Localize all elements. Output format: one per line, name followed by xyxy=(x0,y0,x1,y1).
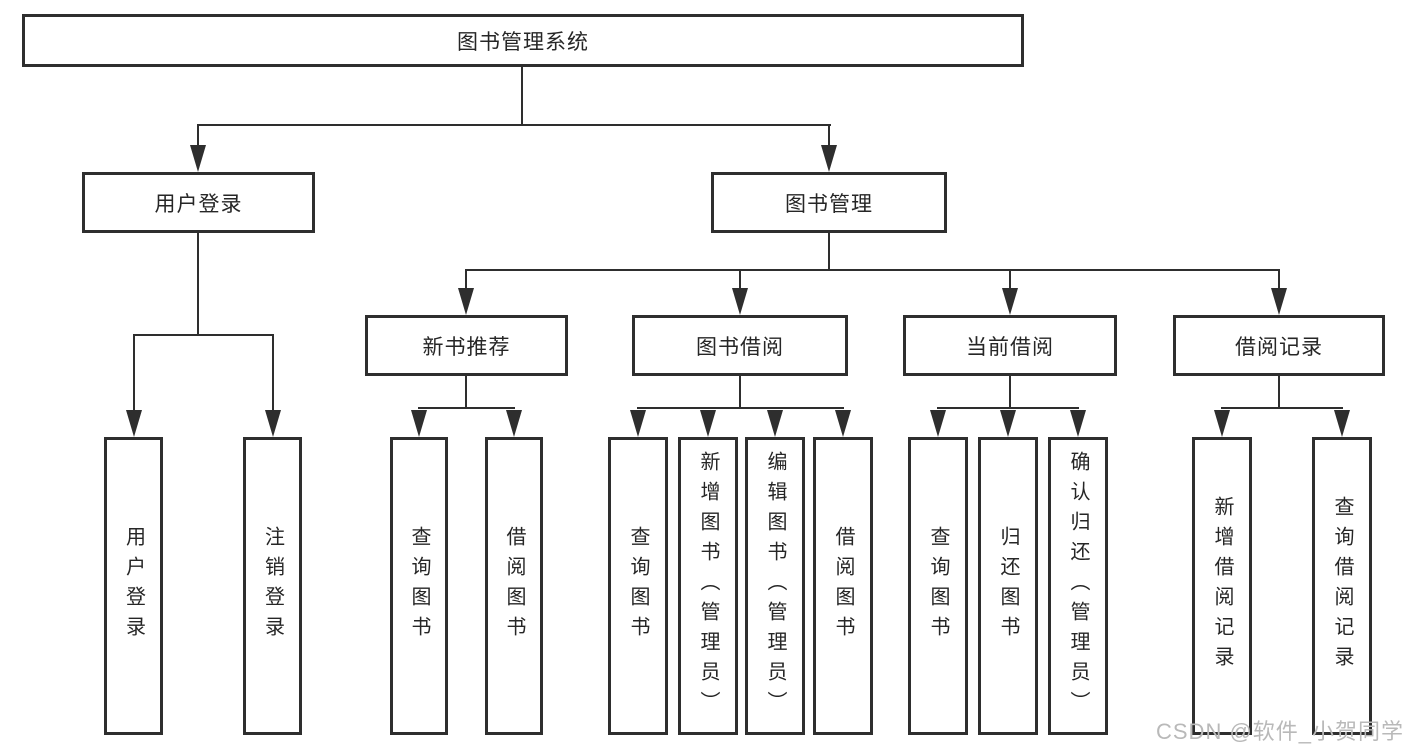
leaf-newbook-query-books: 查询图书 xyxy=(390,437,448,735)
leaf-records-add-record: 新增借阅记录 xyxy=(1192,437,1252,735)
arrowhead-down-icon xyxy=(411,410,427,437)
arrowhead-down-icon xyxy=(1334,410,1350,437)
leaf-records-query-record: 查询借阅记录 xyxy=(1312,437,1372,735)
arrowhead-down-icon xyxy=(265,410,281,437)
leaf-borrowing-query-books: 查询图书 xyxy=(608,437,668,735)
connector-line xyxy=(1278,270,1280,290)
arrowhead-down-icon xyxy=(1000,410,1016,437)
connector-line xyxy=(1009,270,1011,290)
csdn-watermark: CSDN @软件_小贺同学 xyxy=(1156,719,1405,744)
arrowhead-down-icon xyxy=(190,145,206,172)
arrowhead-down-icon xyxy=(732,288,748,315)
leaf-newbook-borrow-books: 借阅图书 xyxy=(485,437,543,735)
arrowhead-down-icon xyxy=(835,410,851,437)
connector-line xyxy=(272,335,274,415)
leaf-logout: 注销登录 xyxy=(243,437,302,735)
arrowhead-down-icon xyxy=(930,410,946,437)
connector-line xyxy=(521,66,523,126)
arrowhead-down-icon xyxy=(1214,410,1230,437)
leaf-borrowing-borrow-books: 借阅图书 xyxy=(813,437,873,735)
connector-line xyxy=(197,125,199,153)
leaf-current-confirm-return-admin: 确认归还（管理员） xyxy=(1048,437,1108,735)
connector-line xyxy=(133,335,135,415)
arrowhead-down-icon xyxy=(700,410,716,437)
connector-line xyxy=(197,233,199,336)
connector-line xyxy=(739,376,741,409)
connector-line xyxy=(828,125,830,153)
arrowhead-down-icon xyxy=(1271,288,1287,315)
leaf-borrowing-edit-books-admin: 编辑图书（管理员） xyxy=(745,437,805,735)
connector-line xyxy=(828,233,830,271)
leaf-current-query-books: 查询图书 xyxy=(908,437,968,735)
node-current-borrowing: 当前借阅 xyxy=(903,315,1117,376)
node-book-management: 图书管理 xyxy=(711,172,947,233)
connector-line xyxy=(637,407,844,409)
node-borrowing-records: 借阅记录 xyxy=(1173,315,1385,376)
node-book-borrowing: 图书借阅 xyxy=(632,315,848,376)
arrowhead-down-icon xyxy=(1002,288,1018,315)
connector-line xyxy=(1278,376,1280,409)
leaf-current-return-books: 归还图书 xyxy=(978,437,1038,735)
arrowhead-down-icon xyxy=(1070,410,1086,437)
connector-line xyxy=(133,334,274,336)
node-new-book-recommend: 新书推荐 xyxy=(365,315,568,376)
connector-line xyxy=(1221,407,1343,409)
node-user-login: 用户登录 xyxy=(82,172,315,233)
arrowhead-down-icon xyxy=(506,410,522,437)
connector-line xyxy=(739,270,741,290)
connector-line xyxy=(418,407,515,409)
leaf-borrowing-add-books-admin: 新增图书（管理员） xyxy=(678,437,738,735)
node-root: 图书管理系统 xyxy=(22,14,1024,67)
leaf-user-login: 用户登录 xyxy=(104,437,163,735)
connector-line xyxy=(937,407,1079,409)
arrowhead-down-icon xyxy=(821,145,837,172)
arrowhead-down-icon xyxy=(630,410,646,437)
connector-line xyxy=(465,376,467,409)
arrowhead-down-icon xyxy=(458,288,474,315)
connector-line xyxy=(1009,376,1011,409)
arrowhead-down-icon xyxy=(126,410,142,437)
arrowhead-down-icon xyxy=(767,410,783,437)
connector-line xyxy=(465,269,1280,271)
connector-line xyxy=(465,270,467,290)
connector-line xyxy=(197,124,831,126)
